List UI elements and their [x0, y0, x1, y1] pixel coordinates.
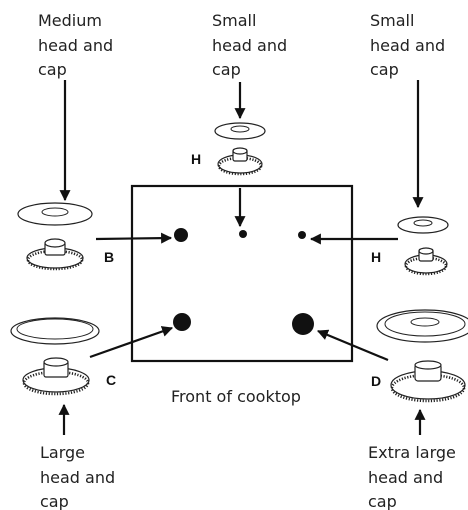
large-head	[22, 357, 90, 396]
arrow-b	[95, 232, 173, 244]
large-cap	[10, 317, 100, 345]
tag-right-back: H	[371, 249, 381, 265]
label-small-top: Small head and cap	[212, 11, 292, 79]
extra-large-head	[390, 360, 466, 403]
small-cap-top	[214, 122, 266, 140]
cooktop-outline	[130, 184, 354, 363]
label-small-right: Small head and cap	[370, 11, 450, 79]
arrow-c	[89, 326, 174, 359]
small-cap-right	[397, 216, 449, 234]
burner-position-right-front	[292, 313, 314, 335]
extra-large-cap	[376, 309, 468, 343]
burner-position-left-front	[173, 313, 191, 331]
small-head-top	[217, 147, 263, 176]
label-extra-large: Extra large head and cap	[368, 443, 461, 510]
medium-cap	[17, 202, 93, 226]
label-front-of-cooktop: Front of cooktop	[171, 387, 301, 406]
burner-position-left-back	[174, 228, 188, 242]
burner-position-right-back	[298, 231, 306, 239]
medium-head	[26, 238, 84, 271]
tag-right-front: D	[371, 373, 381, 389]
small-head-right	[404, 247, 448, 276]
label-large: Large head and cap	[40, 443, 120, 510]
label-medium: Medium head and cap	[38, 11, 118, 79]
tag-left-front: C	[106, 372, 116, 388]
tag-left-back: B	[104, 249, 114, 265]
tag-top: H	[191, 151, 201, 167]
burner-position-center	[239, 230, 247, 238]
arrow-d	[316, 329, 389, 362]
